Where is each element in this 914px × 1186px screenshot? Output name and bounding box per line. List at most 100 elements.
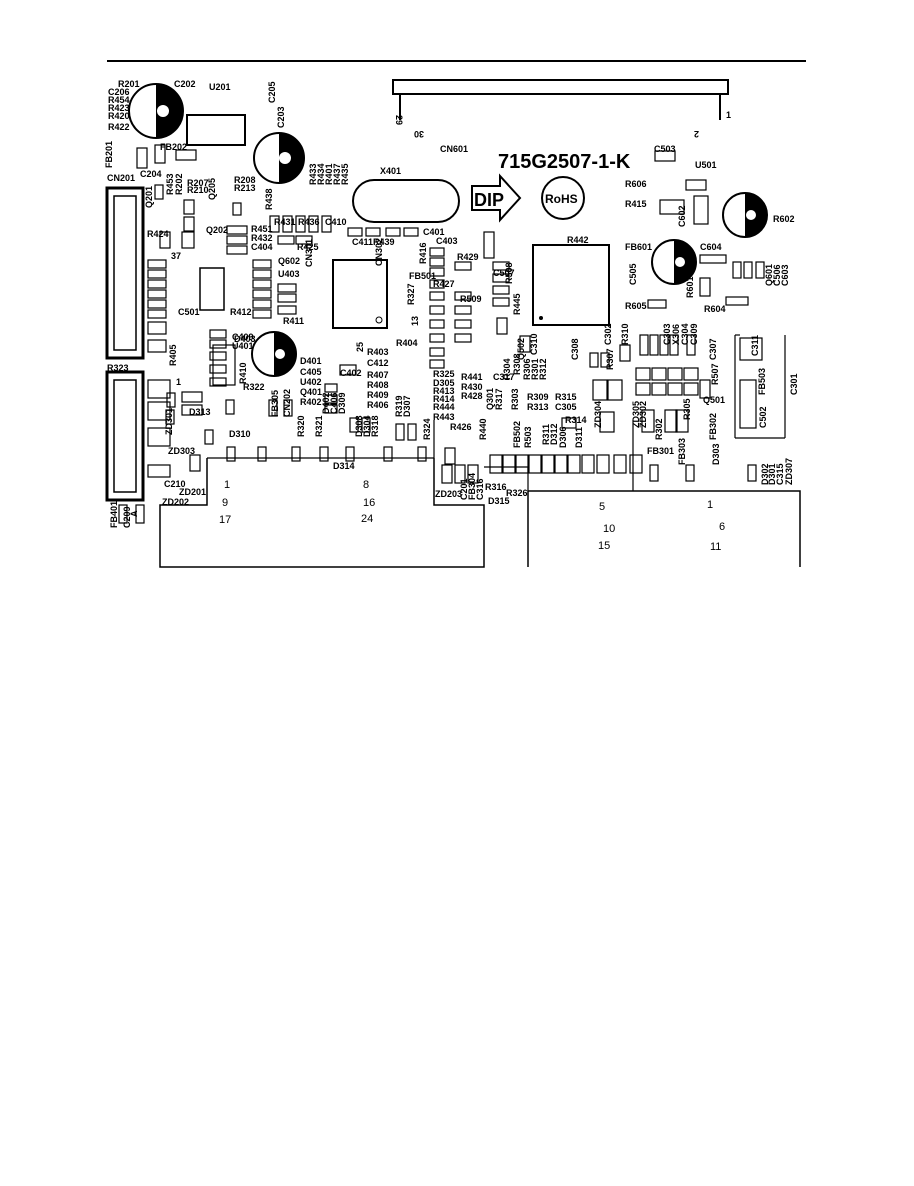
smd-pad xyxy=(225,399,235,415)
smd-pad xyxy=(252,259,272,269)
ref-designator: ZD304 xyxy=(593,401,603,428)
rohs-mark: RoHS xyxy=(541,176,585,220)
ref-designator: R606 xyxy=(625,179,647,189)
ref-designator: R326 xyxy=(506,488,528,498)
ref-designator: Q202 xyxy=(206,225,228,235)
smd-pad xyxy=(181,231,195,249)
ref-designator: C308 xyxy=(570,338,580,360)
connector-cn202 xyxy=(105,370,145,502)
ref-designator: C316 xyxy=(475,478,485,500)
smd-pad xyxy=(429,291,445,301)
smd-pad xyxy=(454,291,472,301)
ref-designator: CN301 xyxy=(304,239,314,267)
ref-designator: ZD301 xyxy=(164,408,174,435)
ref-designator: R503 xyxy=(523,426,533,448)
ref-designator: D307 xyxy=(402,395,412,417)
smd-pad xyxy=(429,279,445,289)
ref-designator: C401 xyxy=(423,227,445,237)
ref-designator: Q601 xyxy=(764,264,774,286)
ic-u403 xyxy=(199,267,225,311)
smd-pad xyxy=(204,429,214,445)
ref-designator: R416 xyxy=(418,242,428,264)
ref-designator: C406 xyxy=(329,392,339,414)
ref-designator: ZD203 xyxy=(435,489,462,499)
smd-pad xyxy=(699,379,711,399)
ref-designator: R407 xyxy=(367,370,389,380)
pin-label: 16 xyxy=(363,497,375,509)
smd-pad xyxy=(489,454,503,474)
ref-designator: FB501 xyxy=(409,271,436,281)
ref-designator: R431 xyxy=(274,217,296,227)
ref-designator: D301 xyxy=(767,463,777,485)
ref-designator: R301 xyxy=(530,358,540,380)
ref-designator: R442 xyxy=(567,235,589,245)
smd-pad xyxy=(417,446,427,462)
smd-pad xyxy=(147,299,167,309)
smd-pad xyxy=(252,289,272,299)
smd-pad xyxy=(581,454,595,474)
smd-pad xyxy=(561,417,577,429)
ref-designator: R424 xyxy=(147,229,169,239)
ref-designator: D313 xyxy=(189,407,211,417)
smd-pad xyxy=(147,427,171,447)
smd-pad xyxy=(496,317,508,335)
ref-designator: R412 xyxy=(230,307,252,317)
part-number: 715G2507-1-K xyxy=(498,151,631,173)
smd-pad xyxy=(268,399,278,417)
ref-designator: Q602 xyxy=(278,256,300,266)
ref-designator: R315 xyxy=(555,392,577,402)
ic-u401 xyxy=(332,259,388,329)
smd-pad xyxy=(747,464,757,482)
ref-designator: U501 xyxy=(695,160,717,170)
smd-pad xyxy=(454,333,472,343)
smd-pad xyxy=(492,285,510,295)
connector-cn301 xyxy=(527,490,801,567)
smd-pad xyxy=(175,149,197,161)
smd-pad xyxy=(454,261,472,271)
pin-label: 24 xyxy=(361,513,373,525)
ref-designator: D314 xyxy=(333,461,355,471)
pin-label: 9 xyxy=(222,497,228,509)
smd-pad xyxy=(135,504,145,524)
ref-designator: R427 xyxy=(433,279,455,289)
smd-pad xyxy=(283,399,293,417)
smd-pad xyxy=(324,404,338,414)
ref-designator: 37 xyxy=(171,251,181,261)
ref-designator: R327 xyxy=(406,283,416,305)
ref-designator: B xyxy=(0,0,7,2)
smd-pad xyxy=(739,379,757,429)
ref-designator: C201 xyxy=(459,478,469,500)
smd-pad xyxy=(209,329,227,339)
smd-pad xyxy=(403,227,419,237)
smd-pad xyxy=(257,446,267,462)
ref-designator: X306 xyxy=(671,324,681,345)
smd-pad xyxy=(147,289,167,299)
pin-label: 10 xyxy=(603,523,615,535)
smd-pad xyxy=(685,179,707,191)
ref-designator: R435 xyxy=(340,163,350,185)
smd-pad xyxy=(226,235,248,245)
smd-pad xyxy=(693,195,709,225)
smd-pad xyxy=(277,235,295,245)
ref-designator: R208 xyxy=(234,175,256,185)
ref-designator: D401 xyxy=(300,356,322,366)
pin-label: 6 xyxy=(719,521,725,533)
smd-pad xyxy=(613,454,627,474)
ref-designator: R428 xyxy=(461,391,483,401)
smd-pad xyxy=(429,257,445,267)
smd-pad xyxy=(639,334,649,356)
smd-pad xyxy=(277,293,297,303)
smd-pad xyxy=(252,309,272,319)
smd-pad xyxy=(651,367,667,381)
ref-designator: D305 xyxy=(433,378,455,388)
ref-designator: R604 xyxy=(704,304,726,314)
ref-designator: C410 xyxy=(325,217,347,227)
capacitor-c505 xyxy=(651,239,697,285)
smd-pad xyxy=(454,319,472,329)
ref-designator: R508 xyxy=(504,262,514,284)
ref-designator: C205 xyxy=(267,81,277,103)
smd-pad xyxy=(147,401,171,421)
ref-designator: C506 xyxy=(772,264,782,286)
smd-pad xyxy=(209,351,227,361)
ref-designator: Q501 xyxy=(703,395,725,405)
